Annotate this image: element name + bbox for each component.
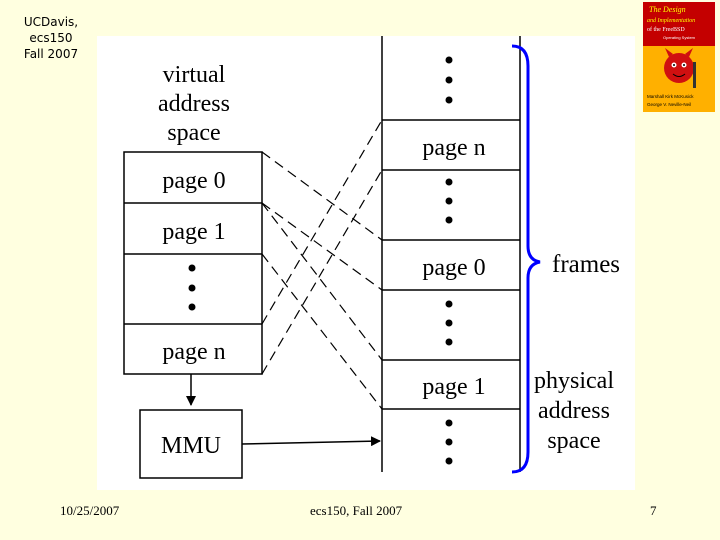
frames-label: frames <box>552 251 620 278</box>
mmu-label: MMU <box>161 433 221 459</box>
virtual-page-n-label: page n <box>162 339 225 365</box>
course-header-line1: UCDavis, ecs150 <box>23 15 79 45</box>
physical-title-line3: space <box>547 428 600 454</box>
course-header-line2: Fall 2007 <box>23 47 79 61</box>
virtual-address-space-table <box>123 151 263 375</box>
physical-ellipsis-3 <box>445 300 453 346</box>
footer-page-number: 7 <box>650 503 657 518</box>
footer-date: 10/25/2007 <box>60 503 120 518</box>
book-title-line2: and Implementation <box>647 18 695 24</box>
book-cover-image: The Design and Implementation of the Fre… <box>643 2 715 112</box>
book-authors: Marshall Kirk McKusick <box>647 94 694 99</box>
virtual-page-1-label: page 1 <box>162 219 225 245</box>
virtual-page-0-label: page 0 <box>162 168 225 194</box>
physical-ellipsis-2 <box>445 178 453 224</box>
book-cover-art: The Design and Implementation of the Fre… <box>643 2 715 112</box>
virtual-title-line2: address <box>158 91 230 117</box>
physical-address-space-table <box>381 36 521 472</box>
virtual-title-line1: virtual <box>163 62 226 88</box>
physical-title-line1: physical <box>534 368 614 394</box>
course-header: UCDavis, ecs150 Fall 2007 <box>2 14 100 62</box>
virtual-ellipsis <box>188 264 196 311</box>
daemon-mascot-icon <box>664 53 694 83</box>
book-title-line1: The Design <box>649 5 686 14</box>
dashed-mapping-lines <box>261 119 383 410</box>
book-authors2: George V. Neville-Neil <box>647 102 691 107</box>
diagram-panel <box>97 36 635 490</box>
virtual-title-line3: space <box>167 120 220 146</box>
footer-course: ecs150, Fall 2007 <box>310 503 403 518</box>
physical-page-n-label: page n <box>422 135 485 161</box>
frames-bracket-icon <box>511 44 541 474</box>
physical-title-line2: address <box>538 398 610 424</box>
physical-ellipsis-top <box>445 56 453 104</box>
physical-page-1-label: page 1 <box>422 374 485 400</box>
book-title-line4: Operating System <box>663 35 696 40</box>
physical-page-0-label: page 0 <box>422 255 485 281</box>
book-title-line3: of the FreeBSD <box>647 26 685 33</box>
arrow-to-physical-icon <box>241 436 381 447</box>
physical-ellipsis-4 <box>445 419 453 465</box>
